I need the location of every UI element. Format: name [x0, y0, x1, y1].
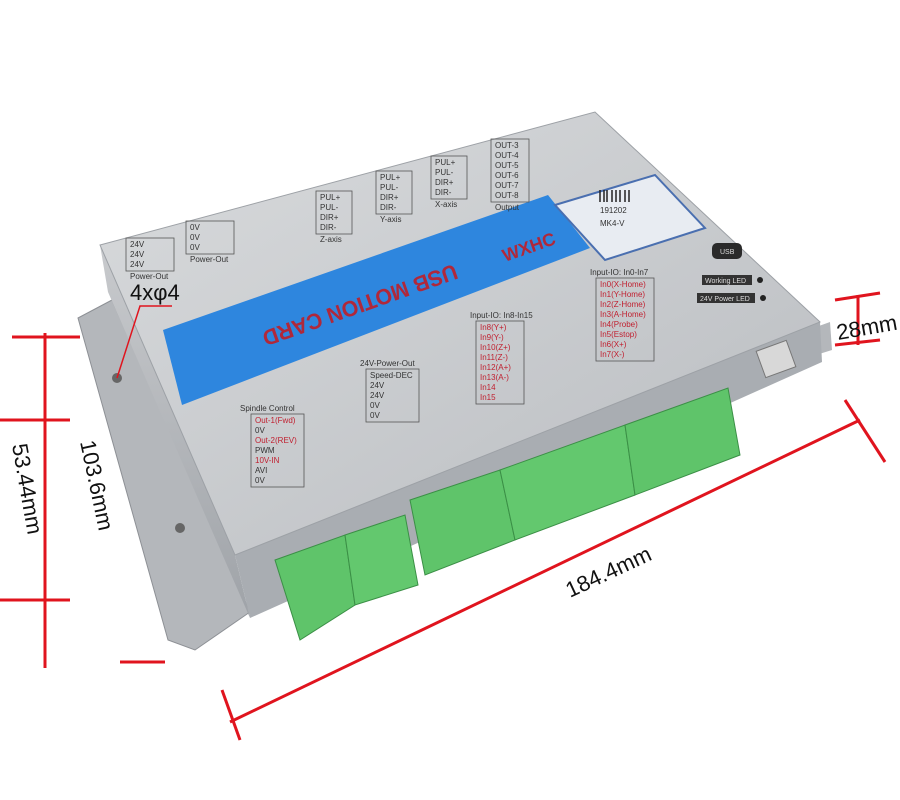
- panel-title: Power-Out: [130, 272, 169, 281]
- pin-label: In7(X-): [600, 350, 625, 359]
- pin-label: DIR-: [380, 203, 397, 212]
- case-left-side: [100, 245, 250, 618]
- pin-label: In11(Z-): [480, 353, 508, 362]
- pin-label: In3(A-Home): [600, 310, 646, 319]
- pin-label: PUL+: [320, 193, 341, 202]
- panel-input-0-7: [595, 277, 655, 362]
- pin-label: PUL-: [320, 203, 339, 212]
- pin-label: DIR+: [435, 178, 454, 187]
- working-led-label: Working LED: [705, 278, 746, 285]
- pin-label: In8(Y+): [480, 323, 507, 332]
- pin-label: 24V: [130, 250, 145, 259]
- pin-label: 0V: [370, 411, 380, 420]
- pin-label: 0V: [370, 401, 380, 410]
- pin-label: OUT-7: [495, 181, 519, 190]
- working-led-badge: [702, 275, 752, 285]
- pin-label: PUL+: [380, 173, 401, 182]
- panel-title: Output: [495, 203, 520, 212]
- panel-input-8-15: [475, 320, 525, 405]
- pin-label: PWM: [255, 446, 275, 455]
- pin-label: OUT-4: [495, 151, 519, 160]
- pin-label: OUT-5: [495, 161, 519, 170]
- usb-label: USB: [720, 249, 735, 256]
- pin-label: In4(Probe): [600, 320, 638, 329]
- panel-x-axis: [430, 155, 468, 200]
- barcode: [599, 190, 630, 202]
- pin-label: In0(X-Home): [600, 280, 646, 289]
- pin-label: 0V: [255, 426, 265, 435]
- height-total-label: 103.6mm: [75, 438, 119, 533]
- terminal-block[interactable]: [624, 387, 741, 496]
- terminal-blocks: [274, 387, 741, 641]
- usb-port[interactable]: [755, 339, 797, 379]
- pin-label: Out-1(Fwd): [255, 416, 296, 425]
- pin-label: 0V: [190, 243, 200, 252]
- pin-label: In10(Z+): [480, 343, 511, 352]
- power-led-badge: [697, 293, 755, 303]
- panel-labels: 24V24V24VPower-Out0V0V0VPower-OutPUL+PUL…: [125, 138, 655, 488]
- working-led: [757, 277, 763, 283]
- panel-title: Z-axis: [320, 235, 342, 244]
- pin-label: PUL-: [380, 183, 399, 192]
- pin-label: In13(A-): [480, 373, 509, 382]
- sticker-serial: 191202: [600, 206, 627, 215]
- sticker-model: MK4-V: [600, 219, 625, 228]
- mounting-hole: [175, 523, 185, 533]
- pin-label: OUT-6: [495, 171, 519, 180]
- pin-label: DIR+: [320, 213, 339, 222]
- pin-label: PUL-: [435, 168, 454, 177]
- panel-title: X-axis: [435, 200, 457, 209]
- mounting-plate: [77, 299, 251, 651]
- usb-badge: [712, 243, 742, 259]
- panel-spindle: [250, 413, 305, 488]
- panel-title: 24V-Power-Out: [360, 359, 415, 368]
- pin-label: In12(A+): [480, 363, 511, 372]
- pin-label: 24V: [370, 381, 385, 390]
- panel-z-axis: [315, 190, 353, 235]
- pin-label: In15: [480, 393, 496, 402]
- pin-label: PUL+: [435, 158, 456, 167]
- pin-label: In2(Z-Home): [600, 300, 646, 309]
- panel-title: Spindle Control: [240, 404, 295, 413]
- pin-label: In1(Y-Home): [600, 290, 645, 299]
- panel-title: Power-Out: [190, 255, 229, 264]
- pin-label: In6(X+): [600, 340, 627, 349]
- pin-label: In9(Y-): [480, 333, 504, 342]
- power-led-label: 24V Power LED: [700, 296, 750, 303]
- height-inner-label: 53.44mm: [7, 442, 48, 537]
- panel-power-out-2: [185, 220, 235, 255]
- pin-label: DIR-: [320, 223, 337, 232]
- pin-label: OUT-3: [495, 141, 519, 150]
- pin-label: 24V: [370, 391, 385, 400]
- pin-label: In14: [480, 383, 496, 392]
- blue-band: [163, 195, 590, 405]
- pin-label: 0V: [190, 233, 200, 242]
- pin-label: 10V-IN: [255, 456, 280, 465]
- pin-label: AVI: [255, 466, 267, 475]
- panel-title: Input-IO: In8-In15: [470, 311, 533, 320]
- panel-power-24v: [365, 368, 420, 423]
- pin-label: OUT-8: [495, 191, 519, 200]
- panel-title: Y-axis: [380, 215, 402, 224]
- terminal-block[interactable]: [344, 514, 419, 606]
- pin-label: 0V: [190, 223, 200, 232]
- pin-label: Out-2(REV): [255, 436, 297, 445]
- panel-title: Input-IO: In0-In7: [590, 268, 649, 277]
- pin-label: Speed-DEC: [370, 371, 413, 380]
- product-sticker: [553, 173, 707, 262]
- pin-label: 24V: [130, 260, 145, 269]
- thickness-label: 28mm: [835, 310, 900, 345]
- panel-output: [490, 138, 530, 203]
- pin-label: DIR-: [435, 188, 452, 197]
- pin-label: 24V: [130, 240, 145, 249]
- power-led: [760, 295, 766, 301]
- length-label: 184.4mm: [562, 541, 656, 602]
- pin-label: In5(Estop): [600, 330, 637, 339]
- panel-y-axis: [375, 170, 413, 215]
- dimension-lines: [0, 291, 887, 741]
- hole-dimension-label: 4xφ4: [130, 280, 180, 305]
- pin-label: 0V: [255, 476, 265, 485]
- panel-power-out-1: [125, 237, 175, 272]
- pin-label: DIR+: [380, 193, 399, 202]
